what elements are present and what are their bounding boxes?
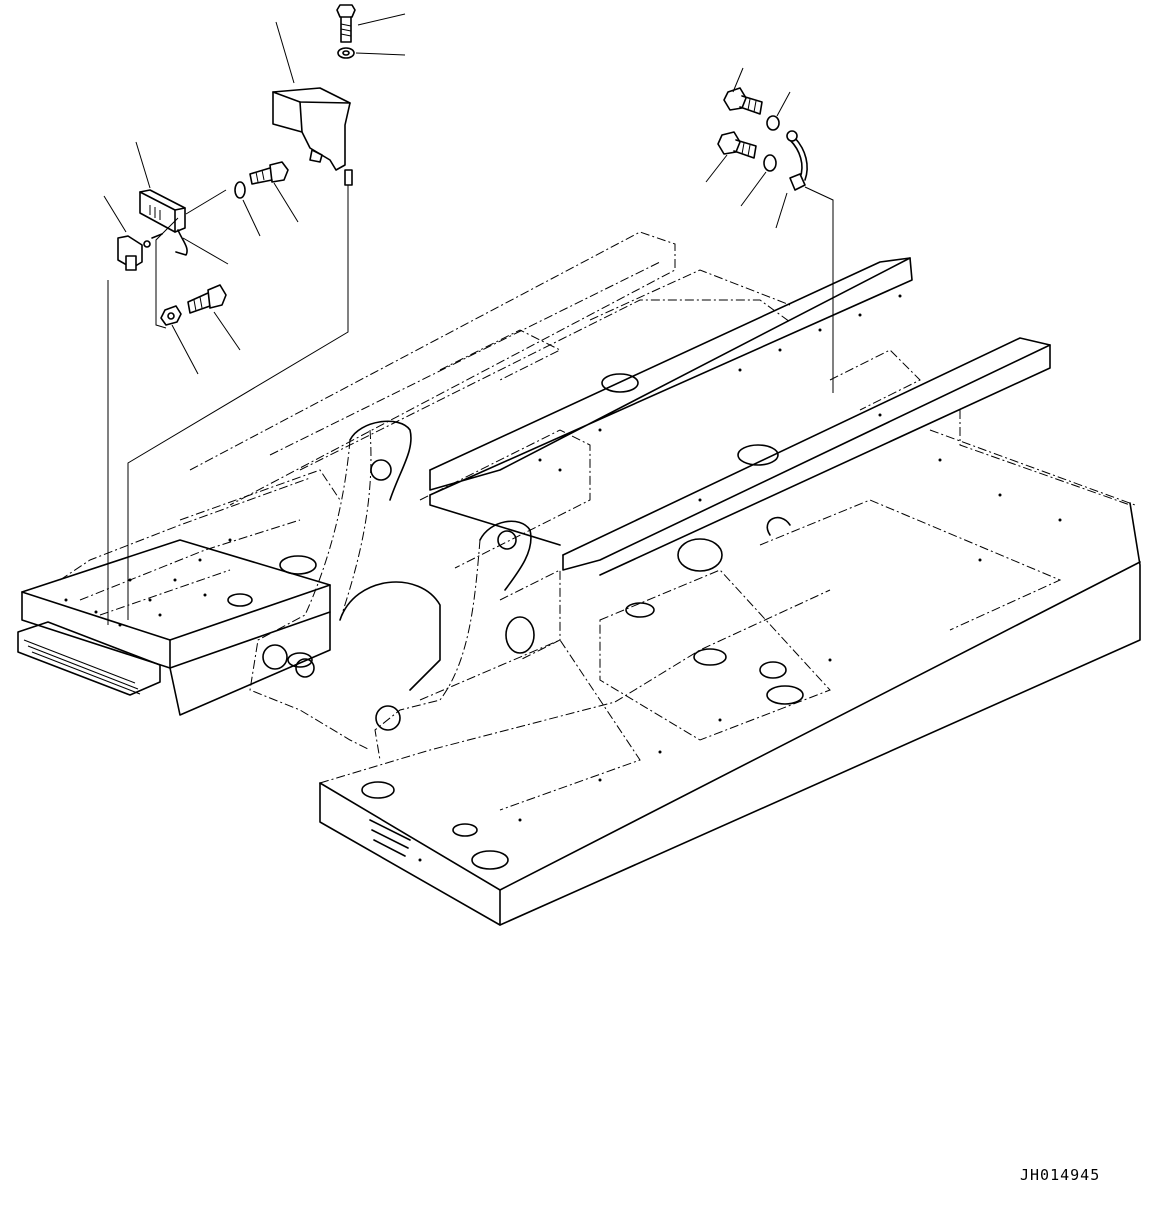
bolt-top <box>337 5 355 42</box>
ground-parts-group <box>718 88 807 190</box>
left-boom-bracket <box>250 421 411 750</box>
right-boom-bracket <box>340 521 531 760</box>
washer-top <box>338 48 354 58</box>
washer-lower-right <box>764 155 776 171</box>
drawing-code: JH014945 <box>1020 1166 1101 1184</box>
left-beam <box>190 232 790 505</box>
lamp-bracket <box>118 234 162 270</box>
leader-lines <box>104 14 833 625</box>
bolt-lower-right <box>718 132 756 158</box>
floor-holes <box>228 374 803 869</box>
washer-mid <box>235 182 245 198</box>
bolt-upper-right <box>724 88 762 114</box>
work-lamp <box>140 190 187 255</box>
revolving-frame <box>18 232 1140 925</box>
frame-dots <box>64 294 1062 862</box>
cover-part <box>273 88 352 185</box>
bolt-mid <box>250 162 288 184</box>
boom-foot-center <box>430 258 1050 575</box>
washer-upper-right <box>767 116 779 130</box>
center-housing <box>420 430 790 660</box>
lamp-parts-group <box>118 5 355 325</box>
compartment-lines <box>180 270 1060 810</box>
ground-strap <box>787 131 807 190</box>
bolt-lower <box>188 285 226 313</box>
right-deck <box>320 410 1140 925</box>
nut-lower <box>161 306 181 325</box>
left-deck <box>18 478 330 715</box>
